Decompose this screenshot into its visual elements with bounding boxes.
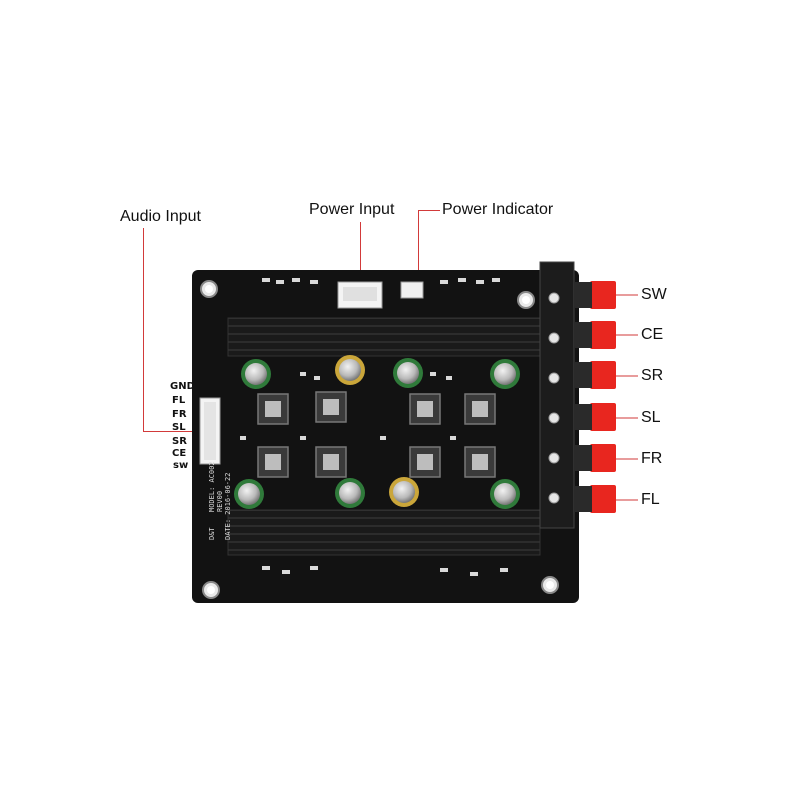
power-indicator-label: Power Indicator: [442, 201, 554, 218]
power-input-line: [360, 222, 361, 282]
silkscreen-model: MODEL: AC002: [208, 461, 216, 512]
silkscreen-ver: REV00: [216, 491, 224, 512]
channel-label-sr: SR: [641, 367, 664, 384]
pin-label-sl: SL: [172, 422, 186, 433]
speaker-terminal-clips: [590, 281, 616, 513]
speaker-terminal-block: [539, 261, 575, 529]
power-indicator-line-h: [418, 210, 440, 211]
power-indicator-led: [400, 281, 424, 299]
silkscreen-brand: D&T: [208, 527, 216, 540]
pin-label-fr: FR: [172, 409, 187, 420]
channel-label-sw: SW: [641, 286, 667, 303]
pin-label-ce: CE: [172, 448, 187, 459]
power-indicator-line-v: [418, 210, 419, 282]
channel-label-fr: FR: [641, 450, 663, 467]
channel-label-sl: SL: [641, 409, 661, 426]
pin-label-gnd: GND: [170, 381, 195, 392]
power-input-label: Power Input: [309, 201, 395, 218]
pin-label-sw: sw: [173, 460, 189, 471]
silkscreen-date: DATE: 2016-06-22: [224, 473, 232, 540]
audio-input-line-v: [143, 228, 144, 432]
heatsink-top: [227, 317, 541, 357]
heatsink-bottom: [227, 509, 541, 556]
terminal-screws: [548, 292, 560, 504]
pin-label-sr: SR: [172, 436, 187, 447]
channel-label-ce: CE: [641, 326, 664, 343]
smd-components: [240, 278, 508, 576]
capacitors-top: [241, 355, 520, 389]
audio-input-label: Audio Input: [120, 208, 201, 225]
capacitors-bottom: [234, 477, 520, 509]
audio-input-line-h: [143, 431, 201, 432]
channel-label-fl: FL: [641, 491, 660, 508]
pin-label-fl: FL: [172, 395, 186, 406]
